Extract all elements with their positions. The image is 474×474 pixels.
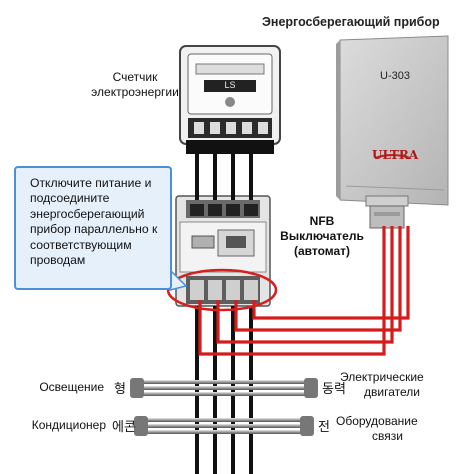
motors-korean-mark: 동력 [322,382,346,397]
device-brand: ULTRA [372,148,419,162]
meter-label: Счетчик электроэнергии [90,70,180,100]
meter-label-line1: Счетчик [112,70,158,84]
equipment-label: Оборудование связи [336,414,466,444]
saver-wires [198,226,410,356]
lighting-korean-mark: 형 [114,382,126,397]
main-wires-top [195,154,253,200]
terminal-highlight [166,268,278,312]
meter-label-line2: электроэнергии [91,85,179,99]
energy-saver-device-icon [336,35,449,229]
conditioner-label: Кондиционер [31,418,106,432]
nfb-label-line1: NFB [309,214,335,228]
equipment-korean-mark: 전 [318,420,330,435]
equipment-label-line2: связи [372,429,403,443]
meter-display: LS [224,80,236,90]
circuit-breaker-icon [175,195,271,307]
device-model: U-303 [380,70,410,82]
nfb-label-line3: (автомат) [293,244,351,258]
motors-label-line2: двигатели [364,385,420,399]
nfb-label-line2: Выключатель [280,229,364,243]
device-title: Энергосберегающий прибор [262,15,440,29]
load-bus-bars [130,378,318,436]
conditioner-korean-mark: 에콘 [112,420,136,435]
equipment-label-line1: Оборудование [336,414,418,428]
motors-label-line1: Электрические [340,370,424,384]
motors-label: Электрические двигатели [340,370,470,400]
nfb-label: NFB Выключатель (автомат) [272,214,372,259]
electric-meter-icon [179,45,281,154]
lighting-label: Освещение [39,380,104,394]
instruction-note: Отключите питание и подсоедините энергос… [14,166,172,290]
